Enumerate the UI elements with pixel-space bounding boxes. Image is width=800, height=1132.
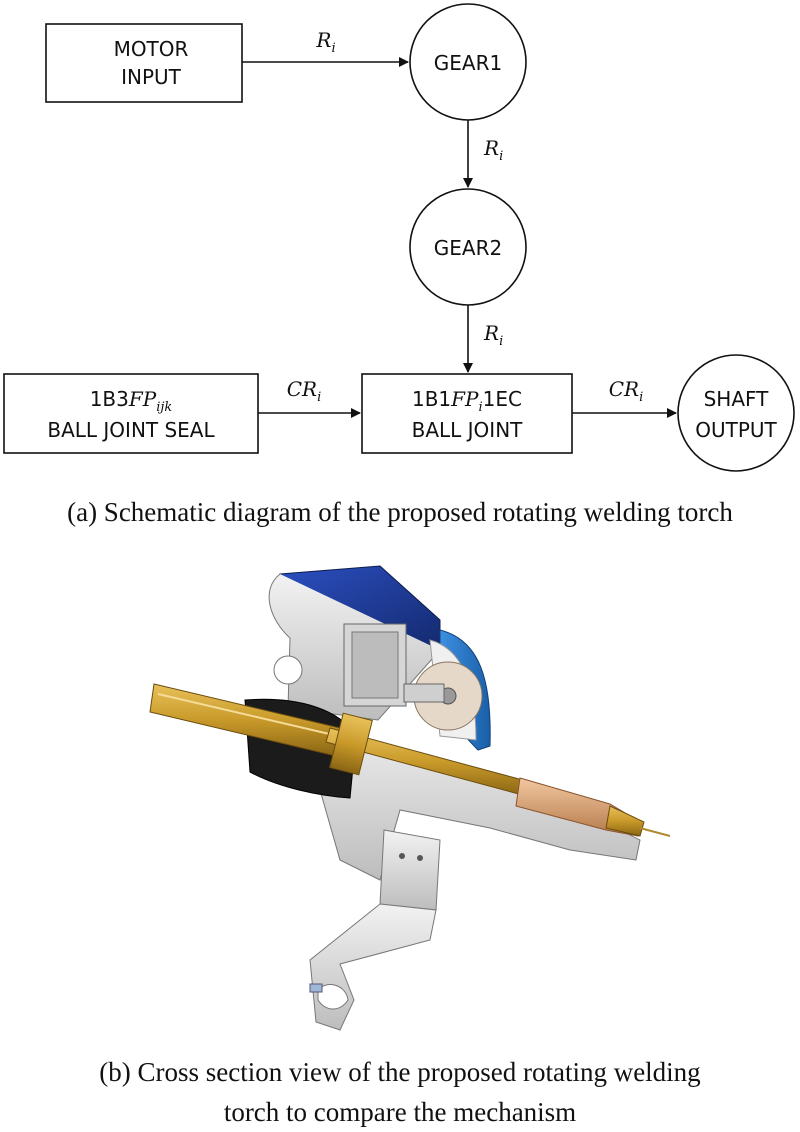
gear2-label: GEAR2 (434, 236, 502, 260)
shaft-output-line1: SHAFT (704, 387, 770, 411)
ball-joint-seal-line1: 1B3FPijk (90, 387, 173, 415)
motor-input-node: MOTOR INPUT (45, 23, 243, 103)
edge-gear1-to-gear2-label: Ri (483, 136, 503, 164)
schematic-diagram: MOTOR INPUT GEAR1 GEAR2 1B3FPijk BALL JO… (3, 3, 795, 472)
motor-input-line1: MOTOR (114, 37, 189, 61)
shaft-output-node: SHAFT OUTPUT (677, 354, 795, 472)
ball-joint-line2: BALL JOINT (412, 418, 524, 442)
caption-a: (a) Schematic diagram of the proposed ro… (67, 497, 733, 527)
edge-ball-joint-to-shaft-label: CRi (609, 377, 644, 405)
welding-wire (639, 827, 671, 837)
contact-tip (515, 777, 645, 837)
motor-input-line2: INPUT (121, 65, 182, 89)
gear-mechanism (343, 623, 483, 731)
edge-motor-to-gear1: Ri (242, 28, 409, 67)
mounting-bracket (309, 829, 441, 1031)
ball-joint-line1: 1B1FPi1EC (412, 387, 522, 415)
shaft-output-line2: OUTPUT (695, 418, 777, 442)
torch-cross-section-image (149, 565, 671, 1031)
edge-seal-to-ball-joint: CRi (258, 377, 361, 418)
gear2-node: GEAR2 (409, 188, 527, 306)
edge-gear2-to-ball-joint: Ri (463, 305, 503, 373)
gear1-node: GEAR1 (409, 3, 527, 121)
edge-gear1-to-gear2: Ri (463, 120, 503, 188)
edge-ball-joint-to-shaft: CRi (572, 377, 677, 418)
ball-joint-seal-node: 1B3FPijk BALL JOINT SEAL (3, 373, 259, 454)
caption-b: (b) Cross section view of the proposed r… (0, 1052, 800, 1132)
brass-shaft (325, 712, 531, 797)
edge-seal-to-ball-joint-label: CRi (287, 377, 322, 405)
ball-joint-seal-line2: BALL JOINT SEAL (47, 418, 215, 442)
edge-motor-to-gear1-label: Ri (315, 28, 335, 56)
edge-gear2-to-ball-joint-label: Ri (483, 321, 503, 349)
caption-b-line2: torch to compare the mechanism (223, 1097, 577, 1127)
caption-b-line1: (b) Cross section view of the proposed r… (99, 1057, 701, 1087)
gear1-label: GEAR1 (434, 51, 502, 75)
ball-joint-node: 1B1FPi1EC BALL JOINT (361, 373, 573, 454)
